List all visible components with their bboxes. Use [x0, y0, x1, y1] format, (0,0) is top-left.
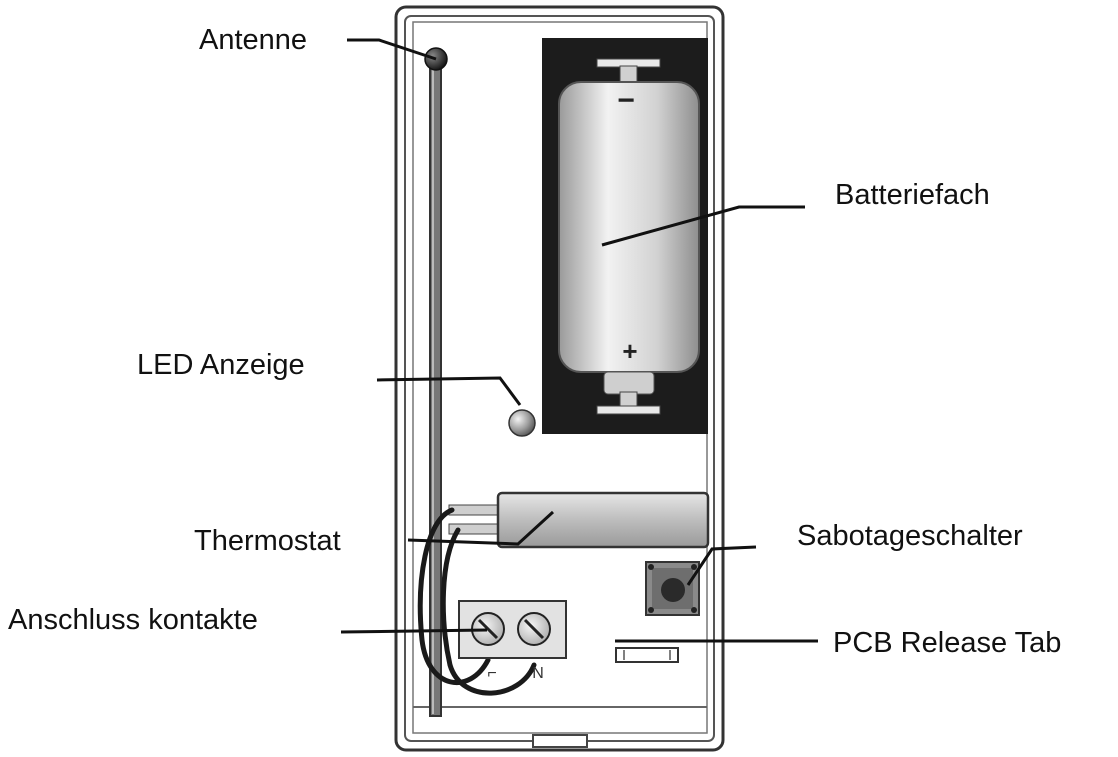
led-indicator — [508, 409, 536, 437]
label-pcb-release-tab: PCB Release Tab — [833, 627, 1061, 659]
battery-minus-mark: − — [617, 84, 635, 117]
label-terminals: Anschluss kontakte — [8, 604, 258, 636]
label-tamper-switch: Sabotageschalter — [797, 520, 1023, 552]
leader-tamper — [686, 545, 757, 586]
tamper-switch — [645, 561, 700, 616]
leader-led — [376, 376, 522, 406]
terminal-mark-right: N — [532, 665, 544, 682]
leader-battery — [601, 205, 805, 247]
label-thermostat: Thermostat — [194, 525, 341, 557]
label-led-indicator: LED Anzeige — [137, 349, 305, 381]
leader-lines — [340, 38, 818, 643]
battery-compartment: − + — [542, 38, 708, 434]
thermostat — [448, 491, 710, 549]
wires — [417, 507, 537, 696]
leader-terminals — [340, 628, 488, 634]
terminal-mark-left: ⌐ — [487, 665, 496, 682]
battery-cell — [558, 81, 700, 373]
label-antenna: Antenne — [199, 24, 307, 56]
label-battery-compartment: Batteriefach — [835, 179, 990, 211]
pcb-release-tab — [615, 647, 679, 663]
leader-antenna — [347, 38, 437, 61]
battery-plus-mark: + — [622, 336, 637, 366]
leader-thermostat — [407, 510, 555, 546]
